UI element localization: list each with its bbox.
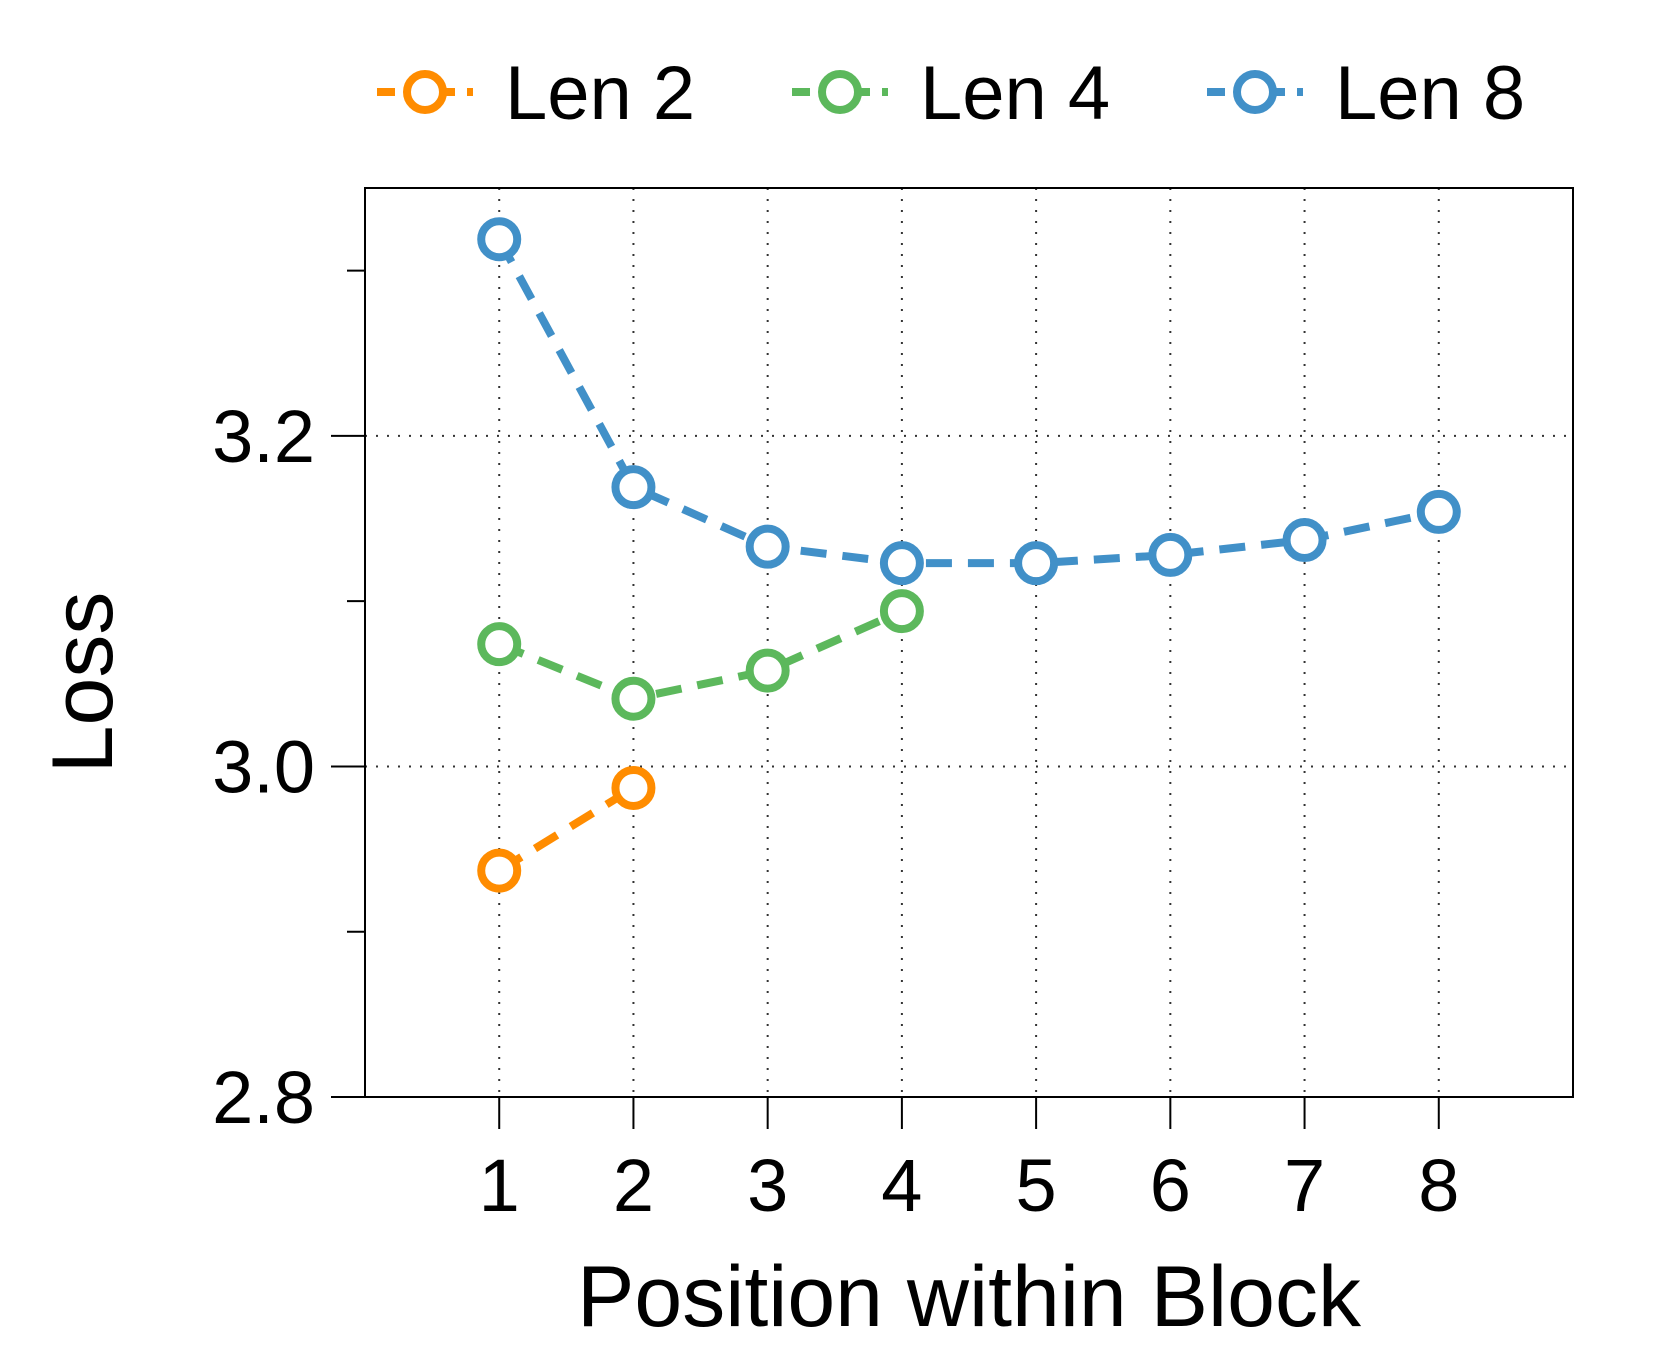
data-point <box>1282 518 1327 563</box>
legend-label: Len 4 <box>920 51 1110 136</box>
x-tick-label: 2 <box>613 1144 654 1227</box>
data-point <box>1416 489 1461 534</box>
legend-label: Len 2 <box>505 51 695 136</box>
data-point <box>745 648 790 693</box>
plot-series <box>477 217 1461 893</box>
legend-marker <box>1233 70 1277 114</box>
data-point <box>611 676 656 721</box>
x-tick-label: 3 <box>747 1144 788 1227</box>
axes: 1 2 3 4 5 6 7 8 2.8 3.0 3.2 <box>212 187 1574 1227</box>
data-point <box>611 465 656 510</box>
data-point <box>1148 532 1193 577</box>
x-tick-label: 1 <box>479 1144 520 1227</box>
x-tick-label: 6 <box>1150 1144 1191 1227</box>
y-tick-label: 2.8 <box>212 1056 315 1139</box>
y-tick-label: 3.0 <box>212 725 315 808</box>
y-axis-label: Loss <box>35 592 131 774</box>
x-axis-label: Position within Block <box>577 1249 1362 1345</box>
legend-marker <box>403 70 447 114</box>
x-tick-label: 8 <box>1418 1144 1459 1227</box>
y-tick-label: 3.2 <box>212 395 315 478</box>
data-point <box>879 541 924 586</box>
x-tick-label: 4 <box>881 1144 922 1227</box>
legend-marker <box>818 70 862 114</box>
data-point <box>477 217 522 262</box>
data-point <box>879 589 924 634</box>
plot-frame <box>364 187 1574 1098</box>
legend: Len 2 Len 4 Len 8 <box>377 51 1525 136</box>
data-point <box>1014 541 1059 586</box>
series-line <box>497 784 636 874</box>
data-point <box>477 622 522 667</box>
data-point <box>477 848 522 893</box>
series-line <box>497 607 904 703</box>
series-line <box>495 237 1440 568</box>
x-tick-label: 7 <box>1284 1144 1325 1227</box>
x-tick-label: 5 <box>1016 1144 1057 1227</box>
legend-label: Len 8 <box>1335 51 1525 136</box>
data-point <box>745 524 790 569</box>
data-point <box>611 765 656 810</box>
